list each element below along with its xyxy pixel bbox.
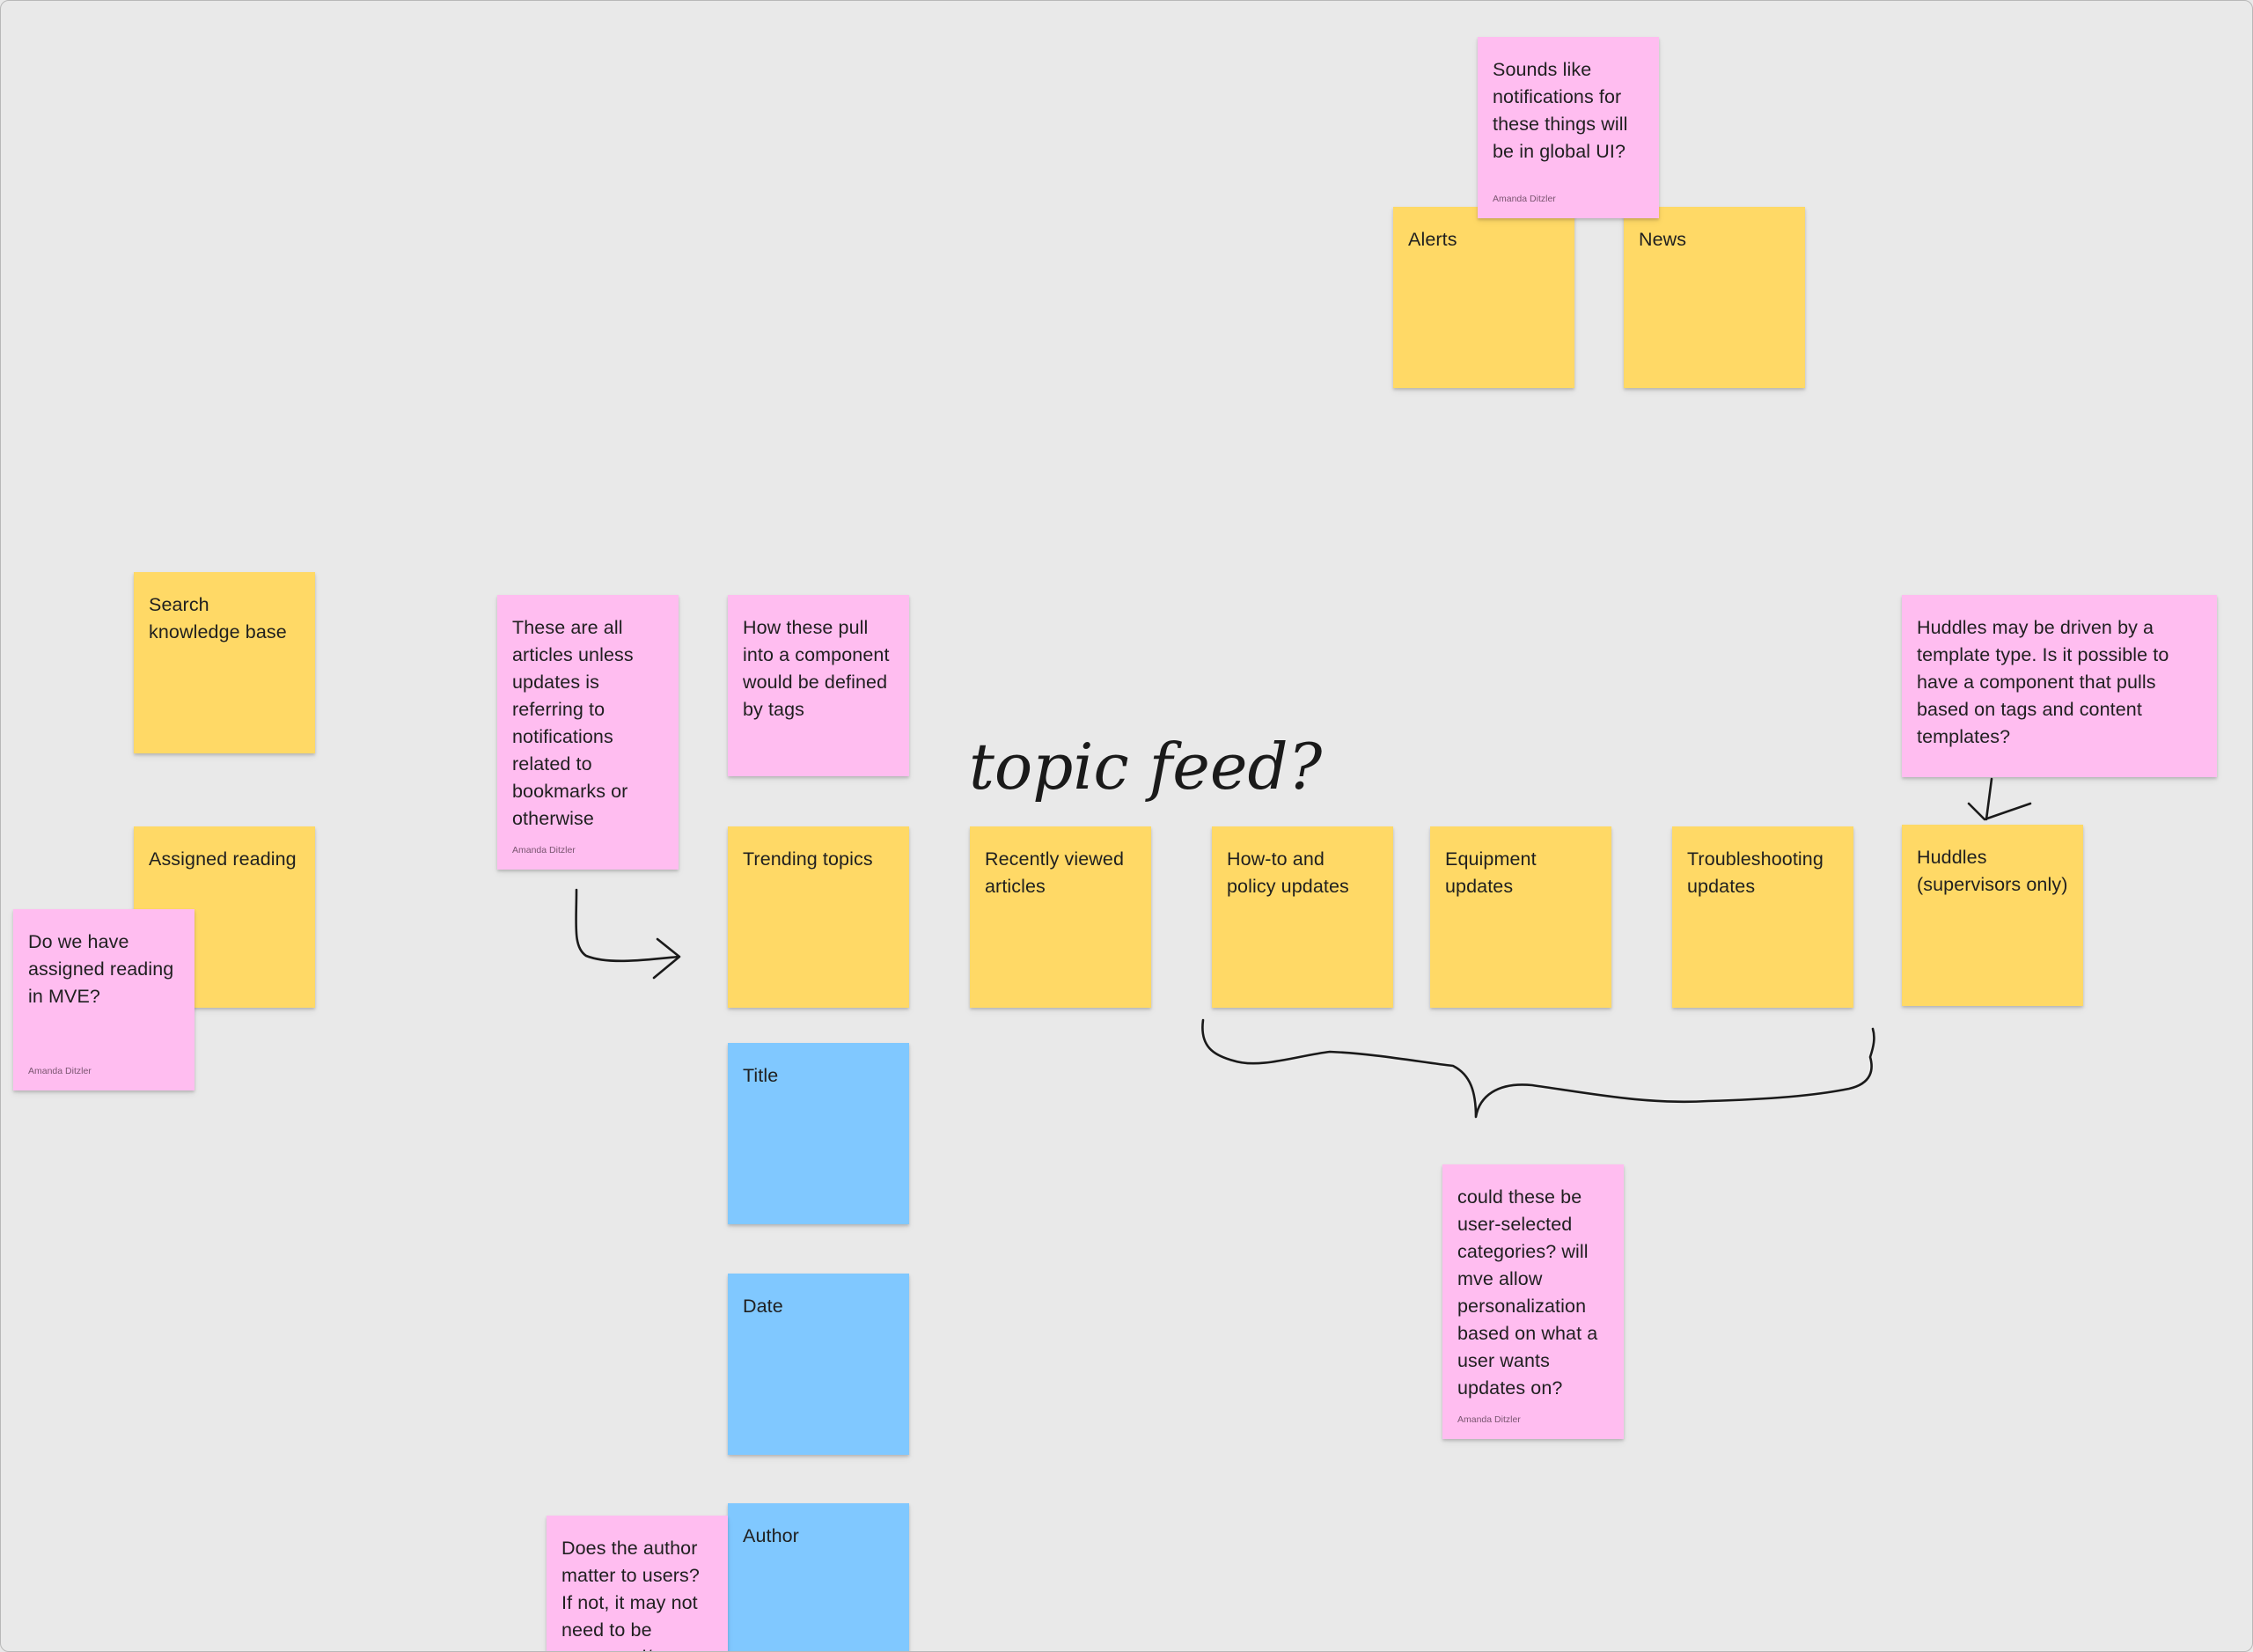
sticky-field-title[interactable]: Title [728, 1043, 909, 1224]
sticky-comment-huddles[interactable]: Huddles may be driven by a template type… [1902, 595, 2217, 777]
sticky-author: Amanda Ditzler [1493, 194, 1556, 204]
sticky-text: Huddles may be driven by a template type… [1917, 617, 2175, 747]
sticky-text: Equipment updates [1445, 848, 1542, 897]
sticky-text: Recently viewed articles [985, 848, 1130, 897]
sticky-comment-mve[interactable]: Do we have assigned reading in MVE? Aman… [13, 909, 194, 1090]
handwritten-label[interactable]: topic feed? [969, 730, 1323, 804]
sticky-recently-viewed-articles[interactable]: Recently viewed articles [970, 826, 1151, 1008]
sticky-text: Assigned reading [149, 848, 297, 870]
sticky-text: Title [743, 1065, 779, 1086]
curved-arrow-shaft[interactable] [575, 888, 680, 963]
sticky-alerts[interactable]: Alerts [1393, 207, 1574, 388]
sticky-text: Do we have assigned reading in MVE? [28, 931, 180, 1007]
sticky-text: Does the author matter to users? If not,… [561, 1538, 700, 1651]
sticky-comment-user-selected[interactable]: could these be user-selected categories?… [1442, 1164, 1624, 1439]
sticky-text: Author [743, 1525, 799, 1546]
sticky-text: These are all articles unless updates is… [512, 617, 639, 829]
sticky-text: Sounds like notifications for these thin… [1493, 59, 1633, 162]
sticky-news[interactable]: News [1624, 207, 1805, 388]
curved-arrow-head[interactable] [652, 937, 681, 980]
huddles-arrow-shaft[interactable] [1985, 777, 1993, 821]
sticky-author: Amanda Ditzler [28, 1066, 92, 1076]
sticky-text: How these pull into a component would be… [743, 617, 895, 720]
sticky-comment-global-ui[interactable]: Sounds like notifications for these thin… [1478, 37, 1659, 218]
sticky-text: Troubleshooting updates [1687, 848, 1829, 897]
sticky-text: Search knowledge base [149, 594, 287, 642]
sticky-text: Date [743, 1296, 783, 1317]
sticky-howto-policy-updates[interactable]: How-to and policy updates [1212, 826, 1393, 1008]
sticky-search-knowledge-base[interactable]: Search knowledge base [134, 572, 315, 753]
sticky-text: Alerts [1408, 229, 1457, 250]
sticky-equipment-updates[interactable]: Equipment updates [1430, 826, 1611, 1008]
sticky-comment-tags[interactable]: How these pull into a component would be… [728, 595, 909, 776]
sticky-text: News [1639, 229, 1687, 250]
huddles-arrow-head[interactable] [1967, 802, 2032, 821]
sticky-text: How-to and policy updates [1227, 848, 1349, 897]
sticky-field-author[interactable]: Author [728, 1503, 909, 1651]
sticky-trending-topics[interactable]: Trending topics [728, 826, 909, 1008]
sticky-author: Amanda Ditzler [512, 845, 576, 855]
grouping-brace[interactable] [1201, 1018, 1875, 1119]
sticky-field-date[interactable]: Date [728, 1274, 909, 1455]
sticky-text: Trending topics [743, 848, 873, 870]
sticky-text: could these be user-selected categories?… [1457, 1186, 1604, 1399]
sticky-huddles[interactable]: Huddles (supervisors only) [1902, 825, 2083, 1006]
sticky-author: Amanda Ditzler [1457, 1414, 1521, 1425]
sticky-troubleshooting-updates[interactable]: Troubleshooting updates [1672, 826, 1853, 1008]
sticky-comment-author-matter[interactable]: Does the author matter to users? If not,… [547, 1516, 728, 1651]
sticky-comment-articles[interactable]: These are all articles unless updates is… [497, 595, 679, 870]
sticky-text: Huddles (supervisors only) [1917, 847, 2068, 895]
